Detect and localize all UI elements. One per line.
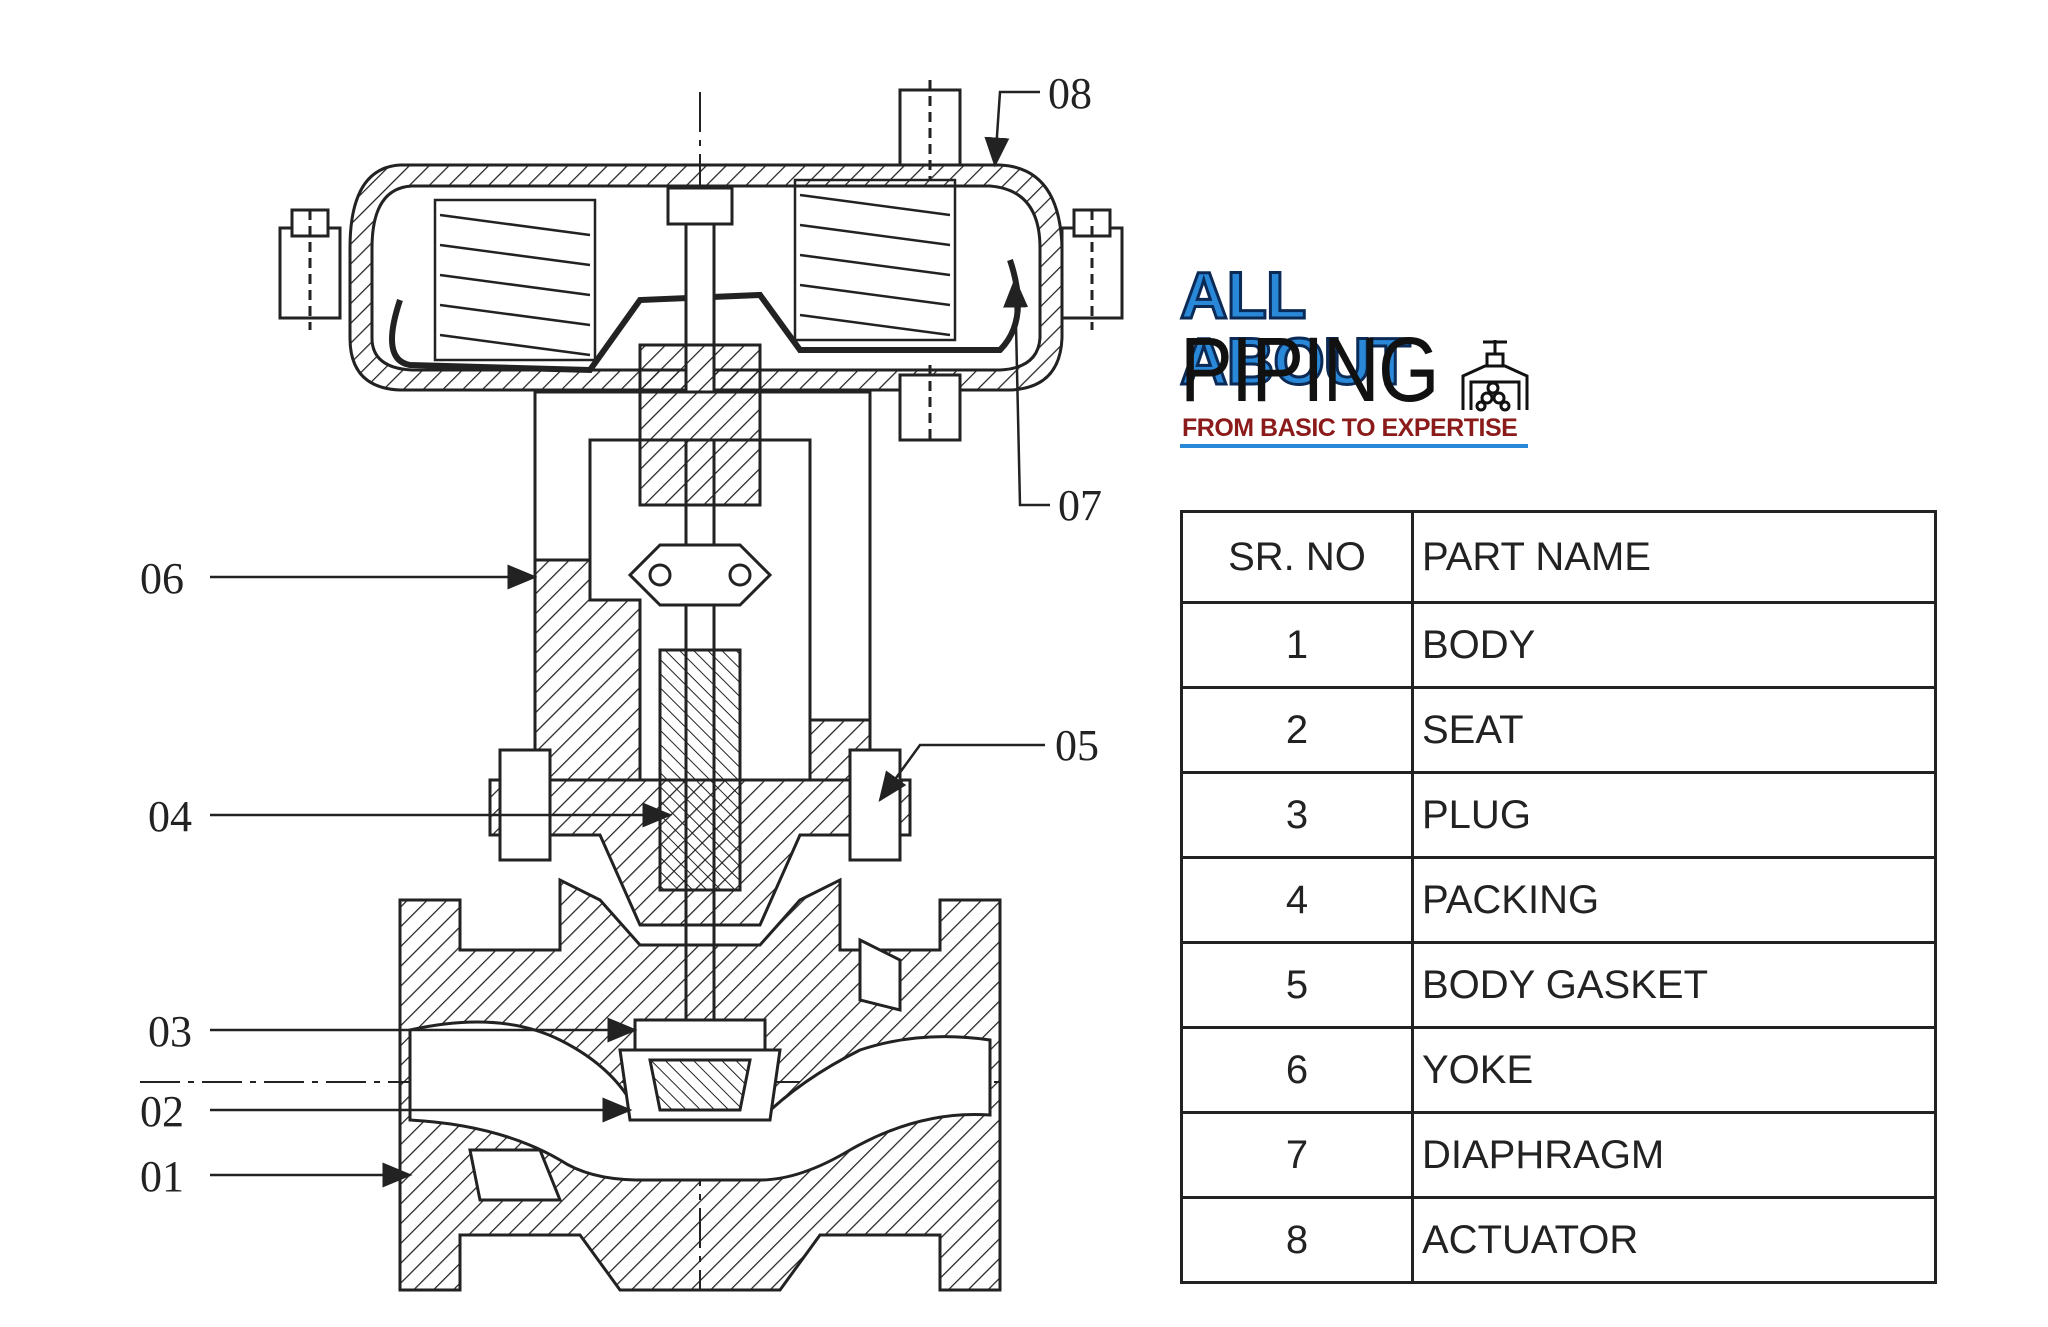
cell-part-name: ACTUATOR [1411,1196,1937,1284]
cell-sr-no: 1 [1180,601,1414,689]
cell-sr-no: 8 [1180,1196,1414,1284]
logo-underline [1180,444,1528,448]
table-row: 7 DIAPHRAGM [1180,1111,1937,1199]
logo-line2: PIPING [1180,319,1440,421]
yoke [533,343,872,782]
cell-sr-no: 2 [1180,686,1414,774]
table-row: 5 BODY GASKET [1180,941,1937,1029]
valve-pipe-icon [1461,340,1529,412]
callout-label-03: 03 [148,1007,192,1056]
cell-part-name: PACKING [1411,856,1937,944]
cell-part-name: DIAPHRAGM [1411,1111,1937,1199]
leader-08 [984,90,1040,168]
logo-tagline: FROM BASIC TO EXPERTISE [1182,414,1518,442]
callout-label-08: 08 [1048,69,1092,118]
parts-table: SR. NO PART NAME 1 BODY 2 SEAT 3 PLUG 4 … [1180,510,1937,1284]
callout-leaders [210,90,1050,1188]
callout-label-06: 06 [140,554,184,603]
header-part-name: PART NAME [1411,510,1937,604]
callout-label-01: 01 [140,1152,184,1201]
plug-and-seat [618,1018,782,1122]
valve-drawing-group [140,80,1124,1292]
cell-part-name: YOKE [1411,1026,1937,1114]
cell-part-name: BODY [1411,601,1937,689]
cell-sr-no: 5 [1180,941,1414,1029]
cell-sr-no: 3 [1180,771,1414,859]
leader-05 [878,743,1045,803]
cell-part-name: PLUG [1411,771,1937,859]
leader-07 [1003,277,1050,507]
table-row: 8 ACTUATOR [1180,1196,1937,1284]
callout-label-04: 04 [148,792,192,841]
table-header-row: SR. NO PART NAME [1180,510,1937,604]
callout-label-02: 02 [140,1087,184,1136]
header-sr-no: SR. NO [1180,510,1414,604]
table-row: 6 YOKE [1180,1026,1937,1114]
cell-sr-no: 4 [1180,856,1414,944]
all-about-piping-logo: ALL ABOUT PIPING FROM BASIC TO EXPERTISE [1179,258,1540,462]
actuator-springs [433,178,957,362]
table-row: 2 SEAT [1180,686,1937,774]
table-row: 1 BODY [1180,601,1937,689]
logo-line1: ALL ABOUT [1179,258,1413,398]
control-valve-cross-section-drawing: 08 07 06 05 04 03 02 01 [140,69,1124,1292]
table-row: 3 PLUG [1180,771,1937,859]
callout-label-07: 07 [1058,481,1102,530]
table-row: 4 PACKING [1180,856,1937,944]
cell-sr-no: 7 [1180,1111,1414,1199]
callout-labels: 08 07 06 05 04 03 02 01 [140,69,1102,1201]
cell-sr-no: 6 [1180,1026,1414,1114]
callout-label-05: 05 [1055,721,1099,770]
cell-part-name: BODY GASKET [1411,941,1937,1029]
cell-part-name: SEAT [1411,686,1937,774]
